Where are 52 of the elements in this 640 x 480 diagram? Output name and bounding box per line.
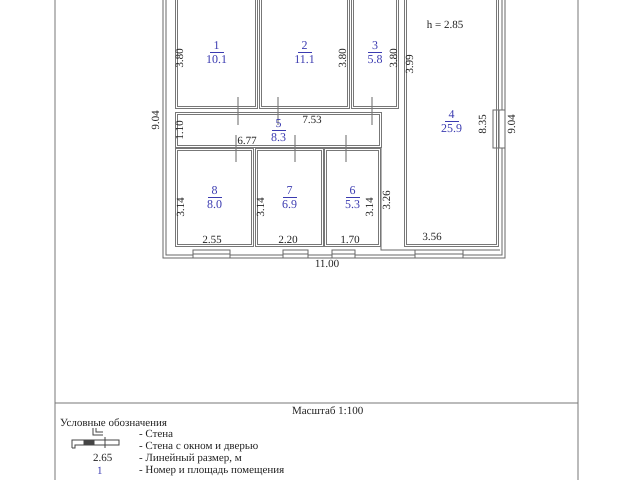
room-number: 1 [210,39,224,53]
dimension-label: 3.80 [388,48,400,68]
room-outline [255,148,324,247]
dimension-label: 2.55 [202,234,222,246]
room-area: 8.3 [267,130,290,144]
dimension-label: 1.10 [174,120,186,140]
room-number: 2 [298,39,312,53]
room-number: 3 [368,39,382,53]
dimension-label: 11.00 [314,258,340,270]
legend-sample-text: 2.65 [93,452,112,464]
room-outline [324,148,381,247]
dimension-label: 3.14 [364,197,376,217]
legend-text: - Стена [139,428,174,440]
dimension-label: 7.53 [302,114,322,126]
dimension-label: 3.14 [255,197,267,217]
room-number: 4 [444,108,458,122]
room-number: 5 [272,116,286,130]
room-outline [175,112,382,148]
dimension-label: 8.35 [477,114,489,134]
dimension-label: 2.20 [278,234,298,246]
room-number: 6 [346,184,360,198]
dimension-label: 3.80 [174,48,186,68]
dimension-label: 3.56 [422,231,442,243]
room-area: 5.3 [341,198,364,211]
legend-text: - Стена с окном и дверью [139,440,258,452]
room-area: 11.1 [290,53,319,66]
room-number: 8 [208,184,222,198]
dimension-label: 1.70 [340,234,360,246]
legend-text: - Линейный размер, м [139,452,242,464]
dimension-label: 3.99 [404,54,416,74]
room-area: 25.9 [437,122,466,135]
dimension-label: 3.14 [175,197,187,217]
room-outline [175,0,258,109]
dimension-label: 9.04 [150,110,162,130]
dimension-label: 9.04 [506,114,518,134]
room-area: 6.9 [278,198,301,211]
room-outline [404,0,499,247]
room-area: 10.1 [202,53,231,66]
room-area: 8.0 [203,198,226,211]
dimension-label: 6.77 [237,135,257,147]
dimension-label: h = 2.85 [426,19,464,31]
room-outline [259,0,350,109]
scale-title: Масштаб 1:100 [292,404,364,419]
legend-heading: Условные обозначения [60,417,167,429]
legend-sample-text: 1 [97,465,102,477]
dimension-label: 3.80 [337,48,349,68]
room-outline [175,148,254,247]
room-outline [351,0,399,109]
room-area: 5.8 [364,53,386,66]
legend-text: - Номер и площадь помещения [139,464,284,476]
dimension-label: 3.26 [381,190,393,210]
room-number: 7 [282,184,296,198]
